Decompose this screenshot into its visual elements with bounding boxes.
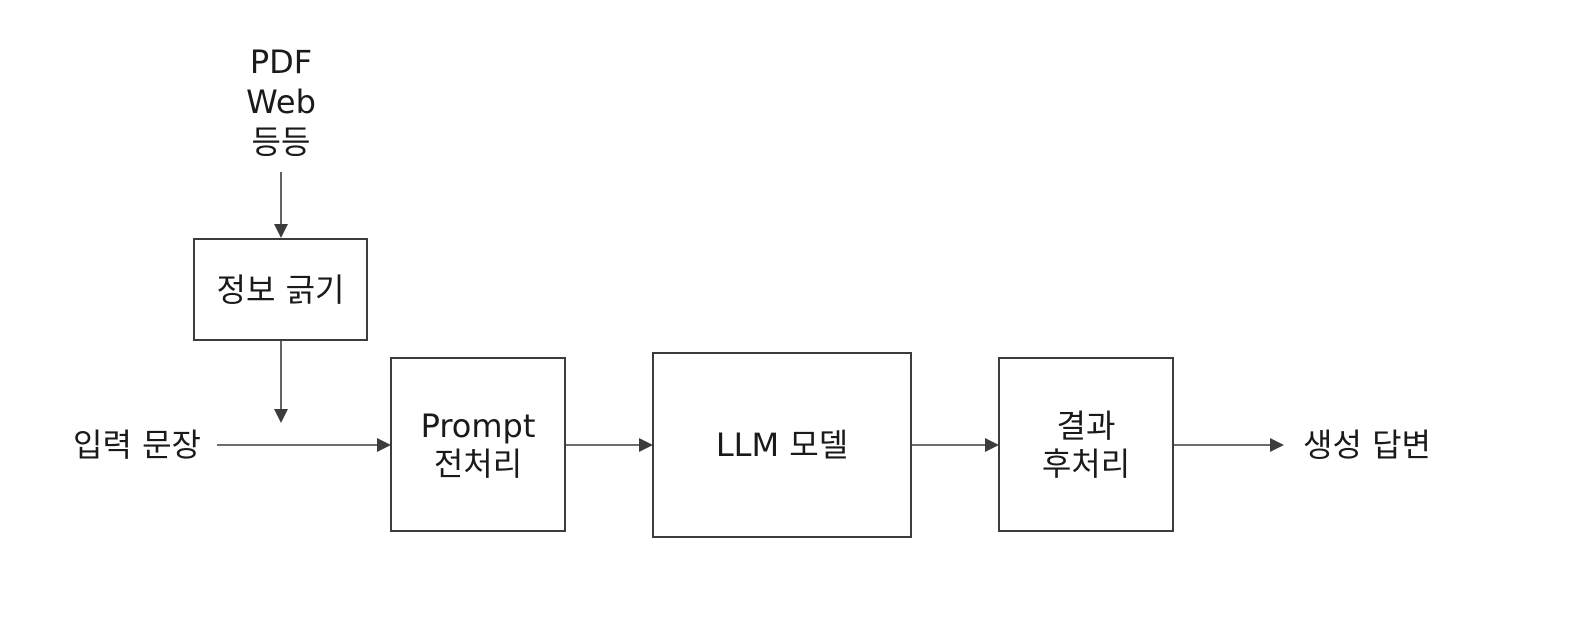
sources-label: PDF Web 등등 bbox=[221, 42, 341, 162]
arrowhead-prompt-to-llm bbox=[639, 438, 653, 452]
output-label-text: 생성 답변 bbox=[1303, 426, 1431, 464]
postprocess-node-line1: 결과 bbox=[1056, 406, 1116, 445]
prompt-node-line1: Prompt bbox=[420, 406, 536, 445]
output-label: 생성 답변 bbox=[1292, 425, 1442, 465]
source-web: Web bbox=[246, 83, 316, 121]
arrowhead-input-to-prompt bbox=[377, 438, 391, 452]
postprocess-node-line2: 후처리 bbox=[1041, 444, 1131, 483]
llm-node-label: LLM 모델 bbox=[715, 426, 849, 464]
prompt-node-line2: 전처리 bbox=[433, 444, 523, 483]
source-pdf: PDF bbox=[249, 43, 313, 81]
retrieval-node-label: 정보 긁기 bbox=[216, 270, 345, 309]
postprocess-node: 결과 후처리 bbox=[998, 357, 1174, 532]
arrowhead-retrieval-to-input bbox=[274, 409, 288, 423]
arrowhead-sources-to-retrieval bbox=[274, 224, 288, 238]
arrowhead-llm-to-postprocess bbox=[985, 438, 999, 452]
retrieval-node: 정보 긁기 bbox=[193, 238, 368, 341]
input-label-text: 입력 문장 bbox=[73, 426, 201, 464]
prompt-node: Prompt 전처리 bbox=[390, 357, 566, 532]
input-label: 입력 문장 bbox=[62, 425, 212, 465]
arrowhead-postprocess-to-output bbox=[1270, 438, 1284, 452]
llm-node: LLM 모델 bbox=[652, 352, 912, 538]
source-etc: 등등 bbox=[251, 123, 311, 161]
